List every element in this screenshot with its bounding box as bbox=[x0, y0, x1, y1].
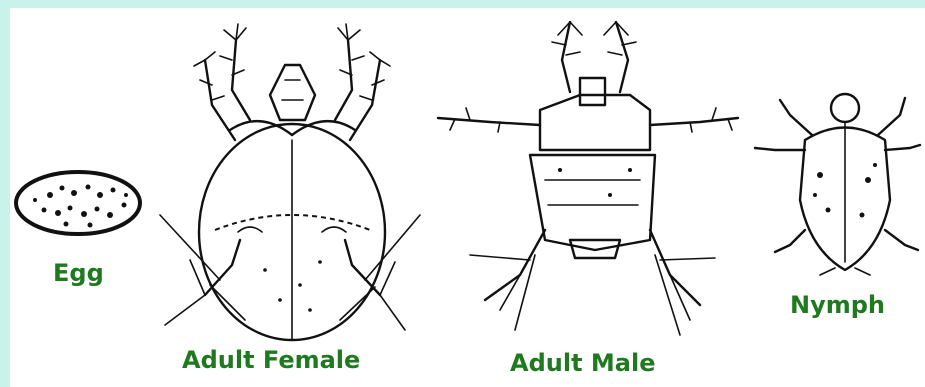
figure-panel: Egg Adult Female Adult Male Nymph bbox=[10, 8, 925, 387]
nymph-illustration bbox=[755, 94, 920, 275]
adult-female-illustration bbox=[160, 24, 420, 340]
adult-female-label: Adult Female bbox=[182, 346, 360, 374]
egg-label: Egg bbox=[53, 259, 104, 287]
adult-male-illustration bbox=[438, 22, 738, 335]
adult-male-label: Adult Male bbox=[510, 349, 655, 377]
egg-illustration bbox=[16, 172, 140, 234]
nymph-label: Nymph bbox=[790, 291, 885, 319]
mite-life-stages-drawing bbox=[10, 8, 925, 387]
